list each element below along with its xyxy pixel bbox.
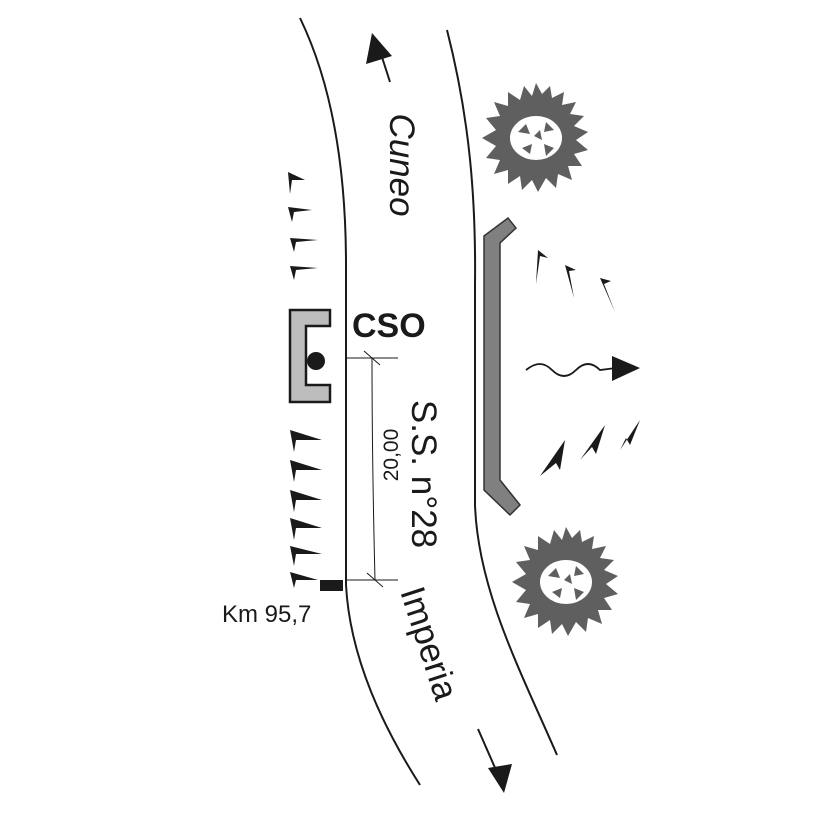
barrier-icon (483, 216, 522, 517)
slope-tick-icon (290, 490, 322, 512)
direction-label-imperia: Imperia (392, 582, 465, 706)
slope-tick-icon (620, 420, 640, 450)
arrow-up-icon (366, 33, 392, 83)
slope-tick-icon (290, 460, 322, 482)
slope-tick-icon (290, 546, 322, 566)
slope-tick-icon (290, 266, 318, 280)
tree-icon (482, 83, 588, 192)
slope-ticks-right-lower (540, 420, 640, 476)
wind-arrow-icon (525, 356, 640, 381)
distance-label: 20,00 (380, 429, 403, 482)
road-edge-left (299, 17, 421, 786)
tree-icon (512, 527, 618, 636)
slope-tick-icon (290, 572, 318, 588)
station-bracket-icon (288, 308, 332, 404)
slope-tick-icon (288, 172, 305, 194)
slope-tick-icon (565, 265, 576, 298)
slope-ticks-right-upper (536, 250, 615, 312)
km-marker-icon (320, 580, 343, 591)
road-name-label: S.S. n°28 (404, 400, 443, 548)
slope-tick-icon (536, 250, 548, 284)
direction-label-cuneo: Cuneo (382, 113, 421, 216)
slope-tick-icon (600, 278, 615, 312)
station-label: CSO (352, 307, 426, 345)
slope-tick-icon (288, 207, 312, 222)
km-label: Km 95,7 (222, 601, 311, 628)
slope-ticks-left (288, 172, 322, 588)
slope-tick-icon (290, 518, 322, 540)
arrow-down-icon (477, 728, 512, 793)
slope-tick-icon (290, 238, 318, 252)
slope-tick-icon (540, 440, 565, 476)
dimension-line (346, 350, 398, 588)
slope-tick-icon (580, 425, 605, 460)
sensor-dot-icon (307, 352, 325, 370)
road-edge-right (446, 29, 558, 756)
slope-tick-icon (290, 430, 322, 452)
